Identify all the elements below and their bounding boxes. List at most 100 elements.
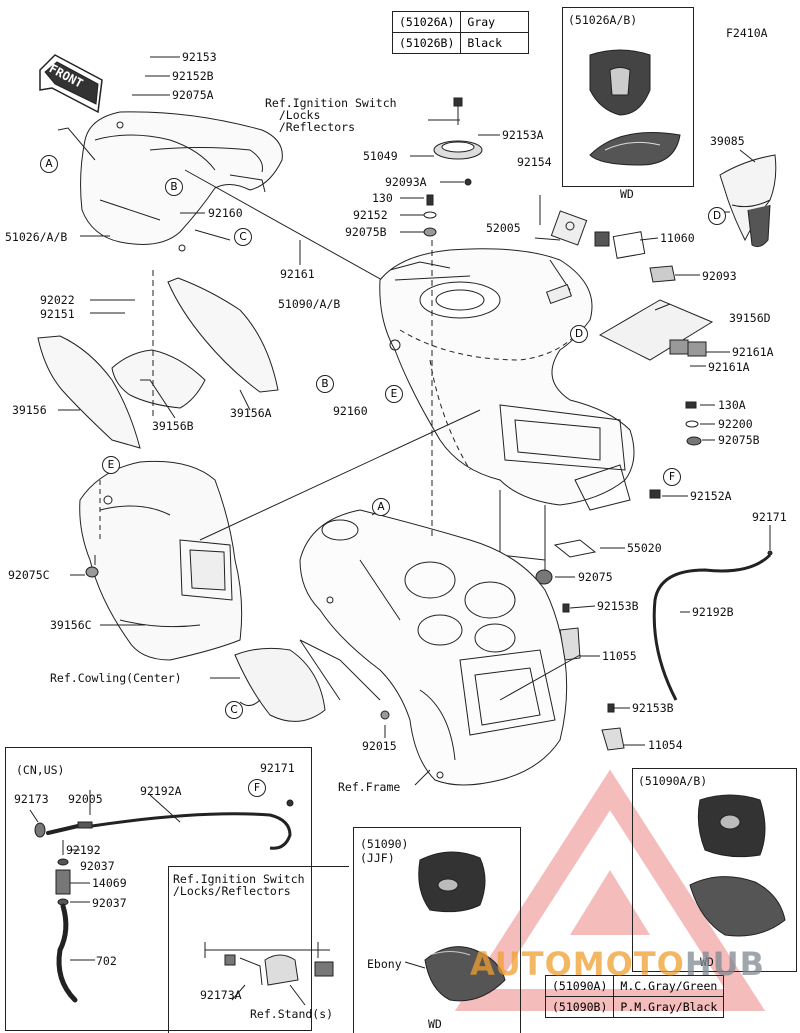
part-label: 92075B	[345, 225, 387, 239]
part-label: 11054	[648, 738, 683, 752]
part-label: 92151	[40, 307, 75, 321]
panel-39156A	[167, 277, 279, 393]
inset-51090ab-note: WD	[700, 955, 714, 969]
inset-51090ab-box	[632, 768, 797, 972]
part-label: 51026/A/B	[5, 230, 68, 244]
part-label: 92152B	[172, 69, 214, 83]
color-name: P.M.Gray/Black	[613, 996, 725, 1018]
part-label: 92022	[40, 293, 75, 307]
part-label: 92015	[362, 739, 397, 753]
color-table-tank: (51026A) Gray (51026B) Black	[391, 11, 530, 54]
part-label: 92093	[702, 269, 737, 283]
callout-e-2: E	[102, 456, 120, 474]
part-label: 39156D	[729, 311, 771, 325]
part-label: 92161	[280, 267, 315, 281]
part-label: 11055	[602, 649, 637, 663]
color-name: Black	[460, 32, 530, 54]
panel-39156B	[111, 349, 206, 409]
watermark-logo-inner	[570, 870, 650, 935]
part-label: 130A	[718, 398, 746, 412]
watermark-text: AUTOMOTOHUB	[470, 945, 765, 983]
inset-51026-title: (51026A/B)	[568, 13, 638, 27]
part-label: 92153A	[502, 128, 544, 142]
color-name: Gray	[460, 11, 530, 33]
callout-b-2: B	[316, 375, 334, 393]
part-label: 14069	[92, 876, 127, 890]
panel-39156	[37, 335, 141, 449]
table-row: (51026B) Black	[391, 32, 530, 54]
callout-c: C	[234, 228, 252, 246]
part-label: 92161A	[708, 360, 750, 374]
inset-51026-note: WD	[620, 187, 634, 201]
inset-jjf-subtitle: (JJF)	[360, 851, 395, 865]
part-label: 51090/A/B	[278, 297, 341, 311]
part-code: (51090A)	[544, 975, 615, 997]
part-label: 92173A	[200, 988, 242, 1002]
inset-cnus-title: (CN,US)	[16, 763, 65, 777]
cowling-center	[234, 647, 326, 722]
table-row: (51026A) Gray	[391, 11, 530, 33]
part-label: 92093A	[385, 175, 427, 189]
part-label: 130	[372, 191, 393, 205]
part-label: 92153B	[632, 701, 674, 715]
callout-f-2: F	[248, 779, 266, 797]
part-label: 92192A	[140, 784, 182, 798]
pad-92093	[649, 265, 676, 283]
inset-51090ab-title: (51090A/B)	[638, 774, 708, 788]
part-label: 51049	[363, 149, 398, 163]
part-label: 39156B	[152, 419, 194, 433]
part-label: 92173	[14, 792, 49, 806]
inset-51026-box	[562, 7, 694, 187]
inset-ignition-box	[168, 866, 349, 1033]
part-label: 92200	[718, 417, 753, 431]
part-label: 92160	[208, 206, 243, 220]
part-label: 92192B	[692, 605, 734, 619]
ref-frame: Ref.Frame	[338, 780, 401, 794]
table-row: (51090B) P.M.Gray/Black	[544, 996, 725, 1018]
part-label: 92037	[92, 896, 127, 910]
frame	[299, 509, 568, 786]
callout-b: B	[165, 178, 183, 196]
part-label: 92160	[333, 404, 368, 418]
watermark-part1: AUTOMOTO	[470, 945, 685, 983]
ref-stand: Ref.Stand(s)	[250, 1007, 334, 1021]
figure-id: F2410A	[726, 26, 768, 40]
part-label: 92037	[80, 859, 115, 873]
pad-39156D	[598, 299, 714, 361]
fuel-tank-51090	[379, 248, 635, 511]
inset-jjf-title: (51090)	[360, 837, 409, 851]
inset-jjf-note: WD	[428, 1017, 442, 1031]
fuel-cap-51049	[410, 97, 500, 186]
part-code: (51026B)	[391, 32, 462, 54]
part-label: 92171	[260, 761, 295, 775]
part-label: 92005	[68, 792, 103, 806]
part-label: 39085	[710, 134, 745, 148]
part-label: 39156	[12, 403, 47, 417]
ref-ignition-switch: Ref.Ignition Switch /Locks /Reflectors	[265, 96, 397, 134]
part-label: 92075C	[8, 568, 50, 582]
evap-parts	[29, 790, 294, 1003]
ref-ignition-switch-2: Ref.Ignition Switch /Locks/Reflectors	[173, 872, 305, 898]
ignition-bracket-parts	[204, 942, 334, 1006]
callout-f: F	[663, 468, 681, 486]
inset-cnus-box	[5, 747, 312, 1031]
part-label: 92154	[517, 155, 552, 169]
inset-jjf-box	[353, 827, 521, 1033]
part-label: 92152	[353, 208, 388, 222]
gasket-11060	[612, 231, 646, 259]
callout-e: E	[385, 385, 403, 403]
tank-cover-51026	[80, 111, 283, 252]
part-label: 92153B	[597, 599, 639, 613]
ref-cowling-center: Ref.Cowling(Center)	[50, 671, 182, 685]
part-label: 92192	[66, 843, 101, 857]
hose-92192B	[652, 553, 772, 701]
watermark-part2: HUB	[684, 945, 766, 983]
fuel-pump-52005	[534, 195, 610, 305]
part-label: 52005	[486, 221, 521, 235]
part-code: (51026A)	[391, 11, 462, 33]
part-label: 92153	[182, 50, 217, 64]
part-code: (51090B)	[544, 996, 615, 1018]
bracket-11055	[559, 627, 581, 661]
